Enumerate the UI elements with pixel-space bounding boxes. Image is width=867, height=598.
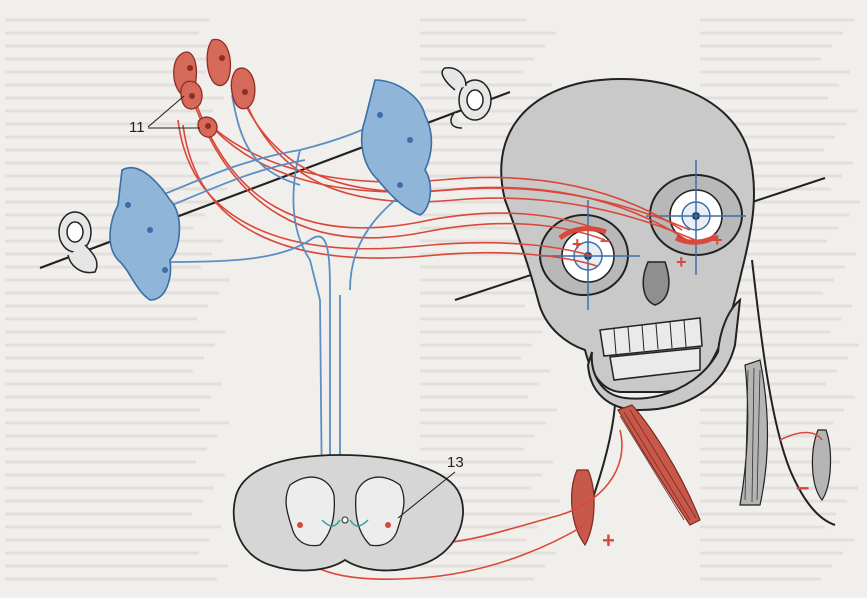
spinal-cord-section	[234, 455, 463, 570]
sign-flexor-plus: +	[602, 528, 615, 553]
spinal-label: 13	[447, 454, 464, 471]
sign-extensor-minus: –	[796, 474, 809, 501]
nuclei-label: 11	[129, 119, 145, 136]
nucleus-3	[231, 68, 255, 109]
nasal-aperture	[643, 262, 669, 305]
sign-left-eye-plus: +	[676, 252, 687, 272]
sign-right-eye-minus: –	[600, 230, 610, 250]
sign-right-eye-plus: +	[572, 234, 583, 254]
sign-left-eye-plus-2: +	[712, 230, 723, 250]
central-canal	[342, 517, 348, 523]
